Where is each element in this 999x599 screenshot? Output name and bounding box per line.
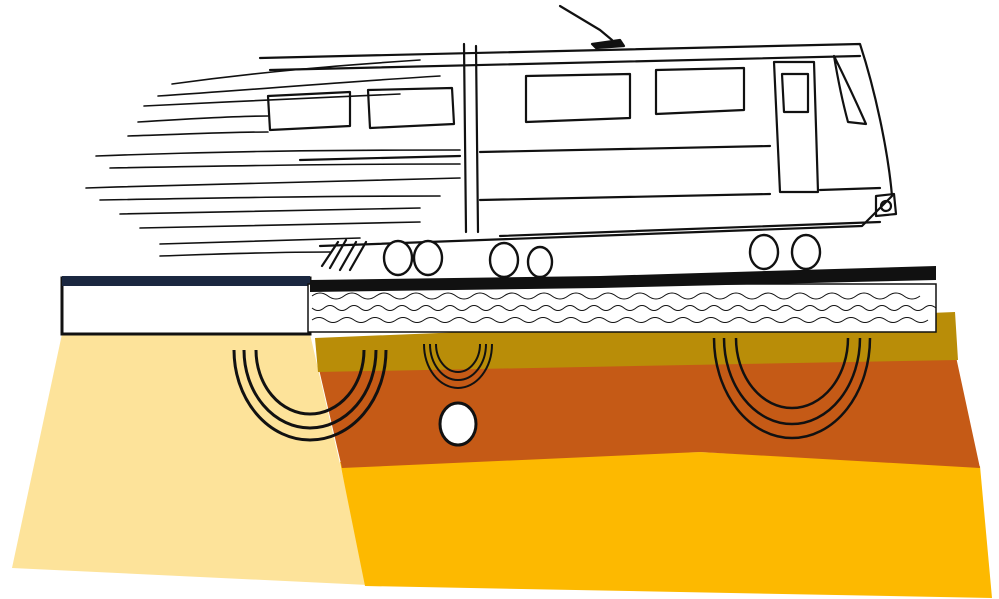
sand-layer <box>340 452 992 598</box>
train-sketch-icon <box>260 6 896 270</box>
concrete-slab <box>62 276 310 334</box>
ballast <box>308 284 936 332</box>
void-circle-icon <box>440 403 476 445</box>
embankment <box>12 334 368 585</box>
